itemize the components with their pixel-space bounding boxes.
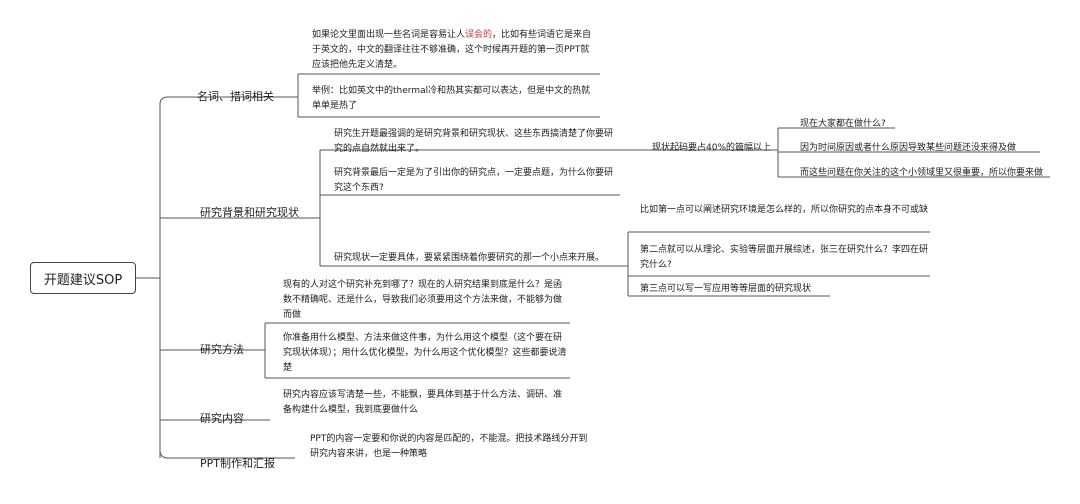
node-term-example: 举例：比如英文中的thermal冷和热其实都可以表达，但是中文的热就单单是热了	[312, 86, 591, 111]
node-status-point-3: 第三点可以写一写应用等等层面的研究现状	[640, 284, 812, 294]
branch-background-status[interactable]: 研究背景和研究现状	[200, 206, 299, 220]
node-term-definition: 如果论文里面出现一些名词是容易让人误会的，比如有些词语它是来自于英文的，中文的翻…	[312, 30, 592, 70]
branch-method[interactable]: 研究方法	[200, 343, 244, 357]
node-ppt-match: PPT的内容一定要和你说的内容是匹配的，不能混。把技术路线分开到研究内容来讲，也…	[310, 434, 588, 459]
node-content-specific: 研究内容应该写清楚一些，不能飘，要具体到基于什么方法、调研、准备构建什么模型，我…	[283, 390, 563, 415]
branch-ppt[interactable]: PPT制作和汇报	[200, 457, 275, 471]
node-status-ratio: 现状起码要占40%的篇幅以上	[652, 143, 772, 153]
node-method-model: 你准备用什么模型、方法来做这件事，为什么用这个模型（这个要在研究现状体现）；用什…	[283, 333, 567, 373]
node-status-item-3: 而这些问题在你关注的这个小领域里又很重要，所以你要来做	[800, 168, 1044, 178]
branch-label: 研究背景和研究现状	[200, 206, 299, 219]
branch-label: 研究方法	[200, 343, 244, 356]
node-status-point-2: 第二点就可以从理论、实验等层面开展综述，张三在研究什么？李四在研究什么?	[640, 245, 929, 270]
branch-label: PPT制作和汇报	[200, 457, 275, 470]
node-background-emphasis: 研究生开题最强调的是研究背景和研究现状、这些东西搞清楚了你要研究的点自然就出来了…	[334, 129, 614, 154]
node-method-gap: 现有的人对这个研究补充到哪了？现在的人研究结果到底是什么？是函数不精确呢、还是什…	[283, 280, 563, 320]
branch-label: 研究内容	[200, 412, 244, 425]
branch-label: 名词、措词相关	[197, 90, 274, 103]
node-status-point-1: 比如第一点可以阐述研究环境是怎么样的，所以你研究的点本身不可或缺	[640, 205, 929, 215]
highlight-text: 误会的	[465, 30, 493, 40]
branch-content[interactable]: 研究内容	[200, 412, 244, 426]
root-label: 开题建议SOP	[43, 272, 123, 288]
node-background-purpose: 研究背景最后一定是为了引出你的研究点，一定要点题，为什么你要研究这个东西?	[334, 168, 614, 193]
node-status-item-1: 现在大家都在做什么?	[800, 119, 886, 129]
branch-terminology[interactable]: 名词、措词相关	[197, 90, 274, 104]
node-status-specific: 研究现状一定要具体，要紧紧围绕着你要研究的那一个小点来开展。	[334, 253, 605, 263]
root-node[interactable]: 开题建议SOP	[30, 262, 136, 294]
node-status-item-2: 因为时间原因或者什么原因导致某些问题还没来得及做	[800, 143, 1017, 153]
